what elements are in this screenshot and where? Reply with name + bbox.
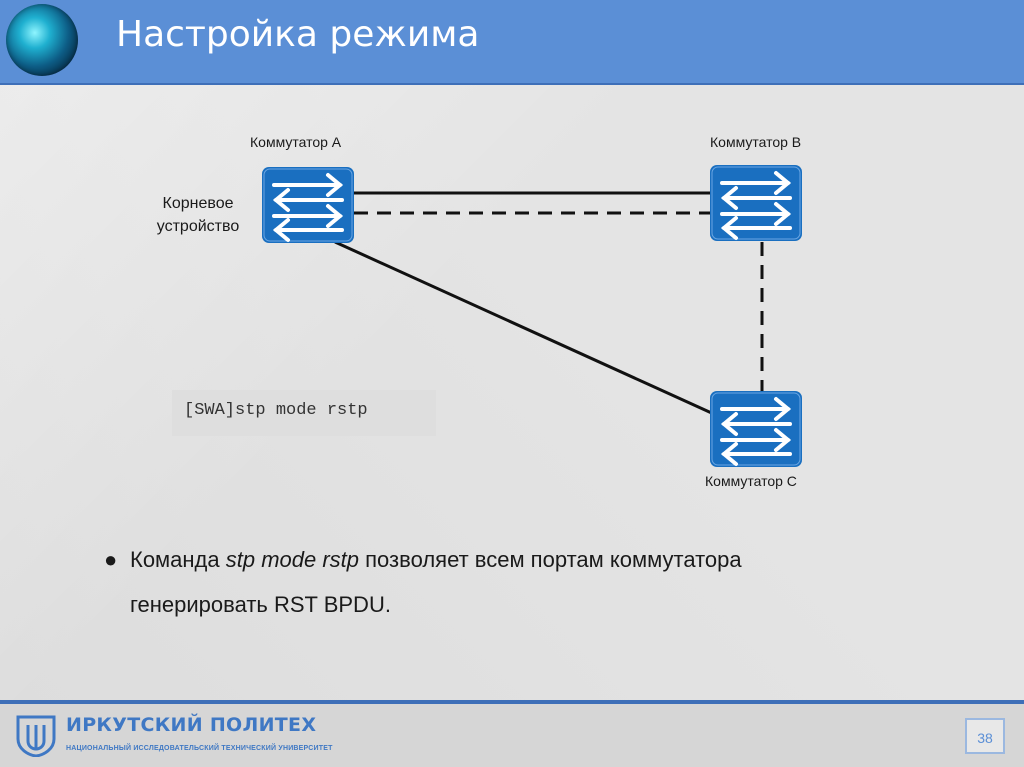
university-name: ИРКУТСКИЙ ПОЛИТЕХ [66, 714, 316, 736]
header-bar: Настройка режима [0, 0, 1024, 85]
university-subtitle: НАЦИОНАЛЬНЫЙ ИССЛЕДОВАТЕЛЬСКИЙ ТЕХНИЧЕСК… [66, 745, 333, 752]
bullet-text-italic: stp mode rstp [226, 547, 359, 572]
switch-b-icon[interactable] [710, 165, 802, 241]
command-box: [SWA]stp mode rstp [172, 390, 436, 436]
root-label-line1: Корневое [140, 192, 256, 215]
slide-title: Настройка режима [116, 14, 479, 55]
slide-content: Коммутатор A Коммутатор B Коммутатор C К… [0, 85, 1024, 700]
page-number: 38 [965, 718, 1005, 754]
root-label-line2: устройство [140, 215, 256, 238]
root-device-label: Корневое устройство [140, 192, 256, 238]
switch-a-label: Коммутатор A [250, 134, 341, 150]
bullet-text: Команда stp mode rstp позволяет всем пор… [130, 537, 950, 627]
footer: ИРКУТСКИЙ ПОЛИТЕХ НАЦИОНАЛЬНЫЙ ИССЛЕДОВА… [0, 704, 1024, 767]
switch-c-label: Коммутатор C [705, 473, 797, 489]
bullet-text-part2: позволяет всем портам коммутатора [359, 547, 742, 572]
command-text: [SWA]stp mode rstp [184, 401, 368, 420]
switch-a-icon[interactable] [262, 167, 354, 243]
university-shield-icon [16, 715, 56, 757]
globe-logo-icon [6, 4, 78, 76]
bullet-text-part1: Команда [130, 547, 226, 572]
bullet-text-line2: генерировать RST BPDU. [130, 592, 391, 617]
bullet-dot-icon: ● [104, 537, 117, 582]
switch-c-icon[interactable] [710, 391, 802, 467]
switch-b-label: Коммутатор B [710, 134, 801, 150]
